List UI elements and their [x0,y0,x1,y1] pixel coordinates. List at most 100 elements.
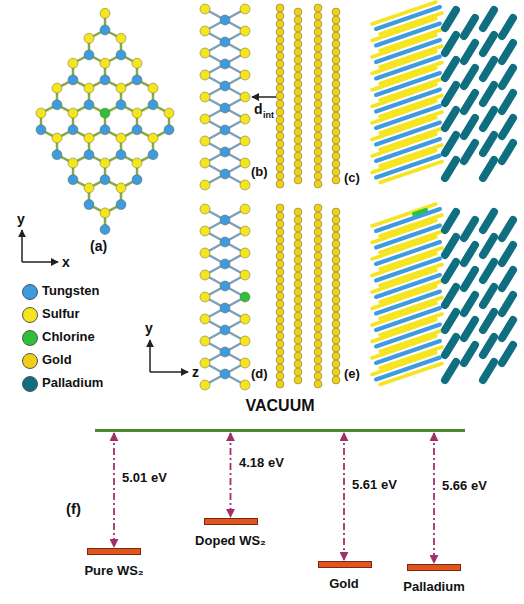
atom [314,204,322,212]
palladium-row [483,212,494,230]
palladium-row [483,135,494,153]
work-function-arrow [230,433,232,517]
atom [294,320,302,328]
atom [200,180,210,190]
atom [332,232,340,240]
palladium-row [445,135,456,153]
atom [314,180,322,188]
atom [200,158,210,168]
atom [100,158,110,168]
palladium-row [483,312,494,330]
distance-arrow [252,96,276,98]
atom [314,252,322,260]
atom [132,125,142,135]
atom [200,314,210,324]
atom [68,175,78,185]
work-function-arrow [433,433,435,563]
atom [332,360,340,368]
atom [314,124,322,132]
energy-level: Gold [318,561,370,592]
atom [36,125,46,135]
atom [240,314,250,324]
atom [200,4,210,14]
atom [164,108,174,118]
atom [276,348,284,356]
atom [116,83,126,93]
axis-label: y [17,211,25,228]
atom [314,20,322,28]
atom [314,68,322,76]
palladium-row [464,245,475,263]
legend-swatch [22,376,38,392]
atom [314,140,322,148]
atom [52,83,62,93]
atom [276,292,284,300]
atom [294,16,302,24]
atom [116,100,126,110]
atom [84,200,94,210]
legend-text: Gold [42,352,72,368]
panel-label: (c) [344,170,360,186]
palladium-row [445,35,456,53]
legend-swatch [22,353,38,369]
atom [294,376,302,384]
palladium-row [502,245,513,263]
atom [116,50,126,60]
atom [314,116,322,124]
palladium-row [445,362,456,380]
atom [84,150,94,160]
atom [84,133,94,143]
panel-label: (e) [344,366,360,382]
atom [294,216,302,224]
atom [314,284,322,292]
atom [294,304,302,312]
atom [294,48,302,56]
palladium-row [483,35,494,53]
palladium-row [464,43,475,61]
atom [332,56,340,64]
atom [294,176,302,184]
atom [294,96,302,104]
palladium-row [445,337,456,355]
legend-text: Palladium [42,375,103,391]
atom [314,4,322,12]
atom [294,264,302,272]
atom [314,348,322,356]
atom [294,56,302,64]
atom [220,369,230,379]
atom [132,108,142,118]
atom [294,328,302,336]
atom [200,70,210,80]
atom [132,158,142,168]
atom [294,128,302,136]
atom [314,52,322,60]
atom [276,228,284,236]
palladium-row [502,295,513,313]
atom [276,148,284,156]
level-bar [87,548,141,555]
distance-label: d [254,101,263,118]
atom [276,372,284,380]
atom [314,260,322,268]
palladium-row [464,118,475,136]
atom [220,237,230,247]
level-bar [318,561,372,568]
atom [132,175,142,185]
atom [276,124,284,132]
atom [200,48,210,58]
atom [276,244,284,252]
atom [68,125,78,135]
atom [148,150,158,160]
edge-label: 4.18 eV [239,455,284,471]
atom [276,380,284,388]
atom [240,114,250,124]
palladium-row [445,312,456,330]
atom [294,72,302,80]
atom [332,336,340,344]
axis-label: y [145,320,153,337]
atom [276,132,284,140]
atom [314,292,322,300]
atom [294,40,302,48]
atom [276,284,284,292]
atom [314,380,322,388]
